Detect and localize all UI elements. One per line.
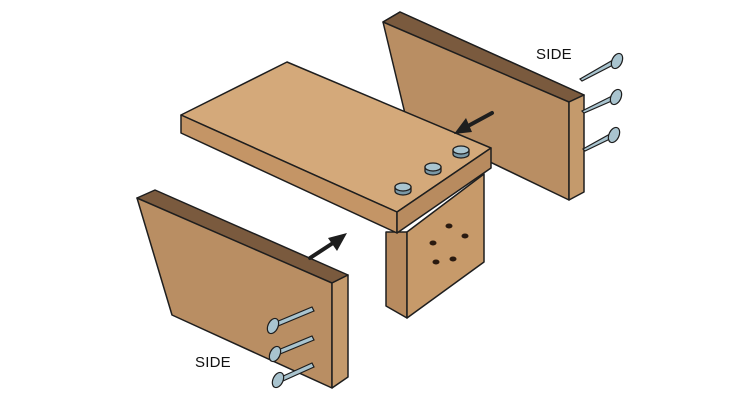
top-nails [579,52,624,152]
back-panel-end-face [568,94,585,201]
top-board [180,61,492,234]
nail-icon [579,52,624,82]
nail-icon [580,88,623,114]
arrow-icon [308,233,347,260]
front-side-panel [136,189,349,389]
leg-holes [429,223,469,265]
peg-icon [424,162,442,176]
hole [429,240,437,246]
leg-left-face [385,231,408,319]
top-board-right-edge [396,147,492,234]
nail-icon [266,306,315,335]
hole [432,259,440,265]
side-label-bottom: SIDE [195,354,231,371]
leg-front-face [406,173,485,319]
hole [449,256,457,262]
back-side-panel [382,11,585,201]
nail-icon [268,335,315,363]
hole [461,233,469,239]
arrows [308,111,494,260]
peg-icon [452,145,470,159]
nail-icon [271,362,315,389]
arrow-icon [454,111,494,134]
hole [445,223,453,229]
nail-icon [582,126,621,152]
front-panel-end-face [331,274,349,389]
board-pegs [394,145,470,196]
bottom-nails [266,306,315,389]
peg-icon [394,182,412,196]
leg-block [385,173,485,319]
side-label-top: SIDE [536,46,572,63]
